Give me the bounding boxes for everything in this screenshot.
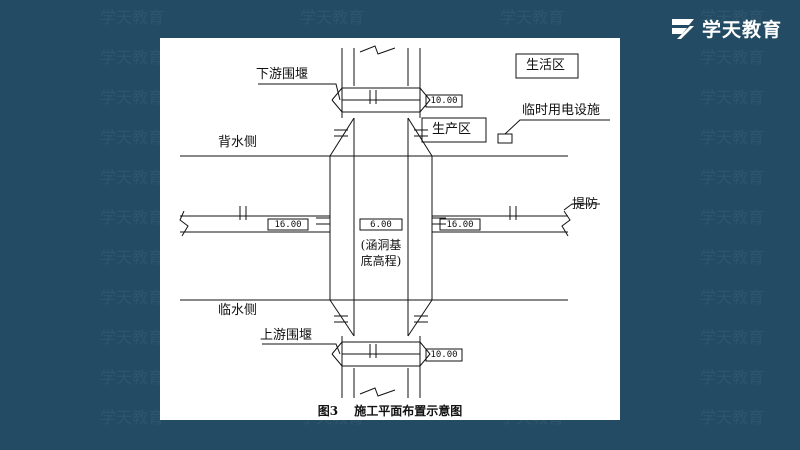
watermark-text: 学天教育 [700, 288, 765, 307]
watermark-text: 学天教育 [100, 168, 165, 187]
label-back-water-side: 背水侧 [218, 135, 258, 150]
label-living-area: 生活区 [526, 58, 566, 73]
watermark-text: 学天教育 [700, 128, 765, 147]
label-facing-water-side: 临水侧 [218, 303, 258, 318]
brand-logo: 学天教育 [670, 14, 782, 42]
brand-name: 学天教育 [701, 18, 782, 41]
label-downstream-cofferdam: 下游围堰 [256, 67, 309, 82]
label-temp-power: 临时用电设施 [522, 103, 601, 118]
temp-power-facility-icon [497, 133, 513, 144]
watermark-text: 学天教育 [100, 408, 165, 427]
watermark-text: 学天教育 [700, 248, 765, 267]
watermark-text: 学天教育 [700, 208, 765, 227]
watermark-text: 学天教育 [100, 48, 165, 67]
living-area-box [515, 53, 579, 79]
figure-caption: 图3 施工平面布置示意图 [160, 402, 620, 419]
watermark-text: 学天教育 [700, 168, 765, 187]
label-production-area: 生产区 [432, 122, 472, 137]
watermark-text: 学天教育 [100, 288, 165, 307]
watermark-text: 学天教育 [700, 408, 765, 427]
upstream-cofferdam [331, 341, 431, 367]
elevation-box-levee-left [267, 218, 309, 231]
site-layout-diagram [179, 45, 610, 398]
watermark-text: 学天教育 [500, 8, 565, 27]
leader-downstream [258, 83, 341, 101]
culvert-note-line2: 底高程) [360, 254, 402, 268]
elevation-box-culvert [359, 218, 403, 231]
figure-title: 施工平面布置示意图 [354, 404, 463, 418]
watermark-text: 学天教育 [100, 8, 165, 27]
leader-levee [563, 203, 600, 211]
downstream-cofferdam [331, 87, 431, 113]
brand-mark-icon [671, 19, 694, 39]
production-area-box [421, 117, 487, 143]
elevation-levee-left: 16.00 [274, 220, 302, 230]
watermark-text: 学天教育 [700, 328, 765, 347]
elevation-box-downstream [425, 94, 463, 108]
tick-marks [239, 90, 517, 358]
elevation-upstream: 10.00 [430, 350, 458, 360]
watermark-text: 学天教育 [700, 48, 765, 67]
watermark-text: 学天教育 [100, 208, 165, 227]
label-upstream-cofferdam: 上游围堰 [260, 328, 313, 343]
watermark-text: 学天教育 [700, 88, 765, 107]
figure-card: 下游围堰 生活区 临时用电设施 生产区 背水侧 提防 临水侧 上游围堰 10.0… [160, 38, 620, 420]
elevation-downstream: 10.00 [430, 96, 458, 106]
watermark-text: 学天教育 [700, 368, 765, 387]
elevation-box-upstream [425, 348, 463, 362]
watermark-text: 学天教育 [100, 368, 165, 387]
watermark-text: 学天教育 [700, 8, 765, 27]
culvert-note-line1: (涵洞基 [360, 238, 402, 252]
watermark-text: 学天教育 [100, 88, 165, 107]
watermark-text: 学天教育 [300, 8, 365, 27]
elevation-box-levee-right [439, 218, 481, 231]
watermark-text: 学天教育 [100, 128, 165, 147]
elevation-levee-right: 16.00 [446, 220, 474, 230]
figure-number: 图3 [317, 404, 339, 418]
leader-temp-power [504, 119, 610, 135]
watermark-text: 学天教育 [100, 328, 165, 347]
leader-upstream [262, 343, 341, 355]
label-levee: 提防 [572, 197, 599, 212]
elevation-culvert-bottom: 6.00 [370, 220, 392, 230]
watermark-text: 学天教育 [100, 248, 165, 267]
